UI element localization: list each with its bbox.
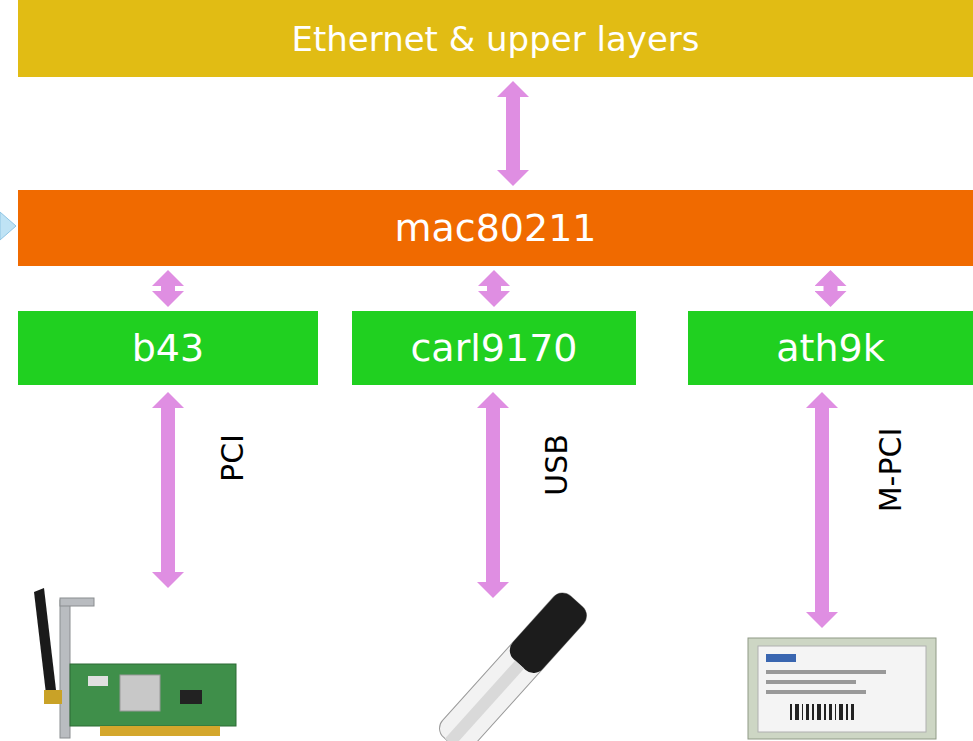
bus-arrow bbox=[486, 408, 500, 582]
bus-label: PCI bbox=[215, 434, 250, 482]
double-arrow bbox=[506, 97, 520, 170]
layer-band: mac80211 bbox=[18, 190, 973, 266]
driver-box: b43 bbox=[18, 311, 318, 385]
layer-band: Ethernet & upper layers bbox=[18, 0, 973, 77]
double-arrow bbox=[161, 286, 175, 291]
driver-box: ath9k bbox=[688, 311, 973, 385]
double-arrow bbox=[824, 286, 838, 291]
node-label: carl9170 bbox=[410, 326, 577, 370]
node-label: Ethernet & upper layers bbox=[291, 19, 699, 59]
pci-card bbox=[34, 588, 236, 738]
node-label: b43 bbox=[132, 326, 204, 370]
node-label: ath9k bbox=[776, 326, 884, 370]
bus-arrow bbox=[161, 408, 175, 572]
bus-label: USB bbox=[539, 434, 574, 496]
bus-arrow bbox=[815, 408, 829, 612]
bus-label: M-PCI bbox=[873, 428, 908, 513]
mini-pci-card bbox=[748, 638, 936, 739]
edge-callout bbox=[0, 212, 16, 240]
usb-stick bbox=[435, 588, 592, 741]
double-arrow bbox=[487, 286, 501, 291]
node-label: mac80211 bbox=[394, 206, 596, 250]
driver-box: carl9170 bbox=[352, 311, 636, 385]
